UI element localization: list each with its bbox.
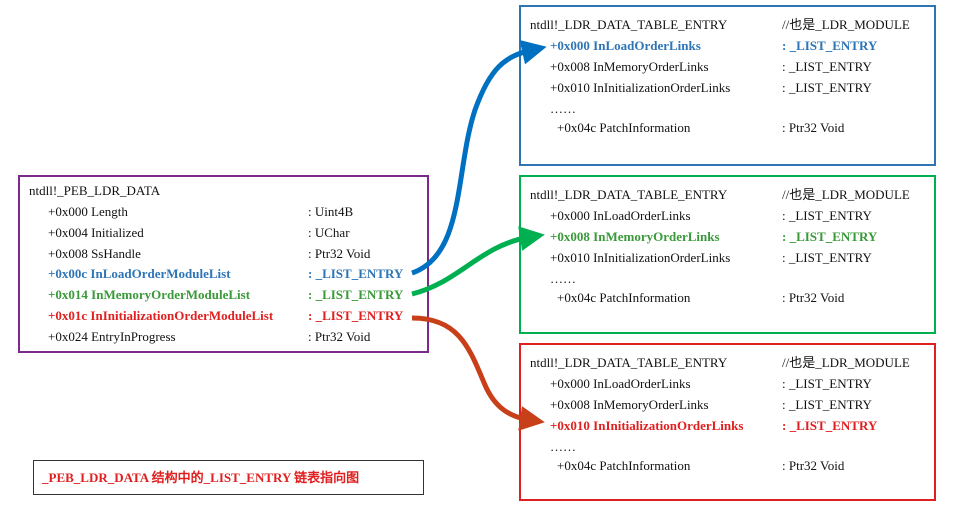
arrow-inmemory [411, 226, 545, 297]
peb-row-offset: +0x00c InLoadOrderModuleList [48, 266, 231, 282]
peb-row-type: : UChar [308, 224, 350, 240]
ldr-patch-offset: +0x04c PatchInformation [557, 120, 691, 135]
peb-row-offset: +0x004 Initialized [48, 224, 144, 240]
peb-row-offset: +0x008 SsHandle [48, 245, 141, 261]
ldr-row-type: : _LIST_ENTRY [782, 376, 872, 391]
ldr-patch-type: : Ptr32 Void [782, 290, 845, 305]
ldr-row-type: : _LIST_ENTRY [782, 79, 872, 95]
ldr-ellipsis: …… [550, 271, 576, 286]
peb-row-type: : Ptr32 Void [308, 245, 371, 261]
ldr-row-type: : _LIST_ENTRY [782, 417, 878, 433]
ldr-row-type: : _LIST_ENTRY [782, 38, 878, 53]
ldr-row-offset: +0x008 InMemoryOrderLinks [550, 58, 709, 74]
ldr-row-type: : _LIST_ENTRY [782, 208, 872, 223]
ldr-title: ntdll!_LDR_DATA_TABLE_ENTRY [530, 187, 728, 202]
ldr-patch-offset: +0x04c PatchInformation [557, 458, 691, 473]
ldr-ellipsis: …… [550, 439, 576, 454]
peb-row-type: : _LIST_ENTRY [308, 266, 404, 282]
ldr-entry-box [519, 175, 936, 334]
arrow-inload [411, 39, 547, 276]
peb-row-offset: +0x014 InMemoryOrderModuleList [48, 287, 251, 303]
ldr-title: ntdll!_LDR_DATA_TABLE_ENTRY [530, 17, 728, 32]
ldr-row-offset: +0x000 InLoadOrderLinks [550, 376, 691, 391]
peb-row-type: : Uint4B [308, 204, 354, 219]
caption: _PEB_LDR_DATA 结构中的_LIST_ENTRY 链表指向图 [42, 470, 360, 485]
peb-row-offset: +0x024 EntryInProgress [48, 328, 176, 344]
ldr-entry-box [519, 5, 936, 166]
ldr-row-offset: +0x010 InInitializationOrderLinks [550, 249, 731, 265]
arrow-ininit [411, 315, 545, 431]
ldr-row-offset: +0x008 InMemoryOrderLinks [550, 396, 709, 412]
peb-row-offset: +0x000 Length [48, 204, 128, 219]
ldr-comment: //也是_LDR_MODULE [782, 187, 910, 202]
caption-box [33, 460, 424, 495]
ldr-row-offset: +0x010 InInitializationOrderLinks [550, 417, 744, 433]
peb-row-type: : _LIST_ENTRY [308, 308, 404, 323]
ldr-row-offset: +0x008 InMemoryOrderLinks [550, 228, 720, 244]
ldr-row-offset: +0x010 InInitializationOrderLinks [550, 79, 731, 95]
ldr-row-type: : _LIST_ENTRY [782, 249, 872, 265]
ldr-row-offset: +0x000 InLoadOrderLinks [550, 38, 701, 53]
ldr-patch-type: : Ptr32 Void [782, 120, 845, 135]
peb-title: ntdll!_PEB_LDR_DATA [29, 183, 161, 198]
ldr-row-type: : _LIST_ENTRY [782, 228, 878, 244]
peb-row-type: : Ptr32 Void [308, 328, 371, 344]
peb-row-type: : _LIST_ENTRY [308, 287, 404, 303]
ldr-ellipsis: …… [550, 101, 576, 116]
ldr-comment: //也是_LDR_MODULE [782, 17, 910, 32]
ldr-row-type: : _LIST_ENTRY [782, 58, 872, 74]
ldr-row-offset: +0x000 InLoadOrderLinks [550, 208, 691, 223]
ldr-row-type: : _LIST_ENTRY [782, 396, 872, 412]
ldr-patch-type: : Ptr32 Void [782, 458, 845, 473]
ldr-patch-offset: +0x04c PatchInformation [557, 290, 691, 305]
peb-row-offset: +0x01c InInitializationOrderModuleList [48, 308, 274, 323]
ldr-title: ntdll!_LDR_DATA_TABLE_ENTRY [530, 355, 728, 370]
ldr-comment: //也是_LDR_MODULE [782, 355, 910, 370]
